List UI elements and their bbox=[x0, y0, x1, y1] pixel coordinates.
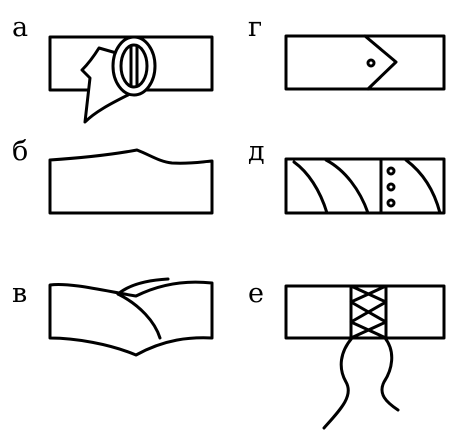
belt-v-outline bbox=[48, 280, 214, 357]
belt-d-button-icon-1 bbox=[386, 166, 396, 176]
belt-d-button-icon-3 bbox=[386, 198, 396, 208]
panel-a: а bbox=[12, 12, 214, 124]
belt-e-cord-left bbox=[322, 336, 354, 430]
panel-v: в bbox=[12, 277, 214, 357]
belt-e-lacing-panel bbox=[349, 284, 388, 340]
belt-d-button-icon-2 bbox=[386, 182, 396, 192]
panel-a-label: а bbox=[12, 12, 28, 43]
panel-g-label: г bbox=[248, 12, 262, 43]
belt-g-button-icon bbox=[366, 58, 376, 68]
panel-g: г bbox=[248, 12, 446, 91]
belt-e-cord-right bbox=[380, 336, 400, 412]
panel-b: б bbox=[12, 136, 214, 215]
belt-v-overlap-top bbox=[116, 277, 170, 296]
belt-d-curve-2 bbox=[324, 158, 370, 215]
buckle-a-inner bbox=[119, 43, 149, 89]
panel-d: д bbox=[248, 136, 446, 215]
belt-g-pointed-tab bbox=[363, 34, 398, 91]
belt-g-strap bbox=[284, 34, 446, 91]
belt-b-shape bbox=[48, 148, 214, 215]
panel-d-label: д bbox=[248, 136, 265, 167]
panel-b-label: б bbox=[12, 136, 28, 167]
panel-e-label: е bbox=[248, 278, 264, 309]
panel-v-label: в bbox=[12, 278, 27, 309]
belt-d-strap bbox=[284, 157, 446, 215]
panel-e: е bbox=[248, 278, 446, 430]
belt-d-curve-3 bbox=[404, 158, 442, 215]
belt-v-overlap-diagonal bbox=[116, 292, 162, 340]
belt-e-lace-2 bbox=[349, 284, 388, 340]
belt-d-curve-1 bbox=[292, 160, 329, 215]
